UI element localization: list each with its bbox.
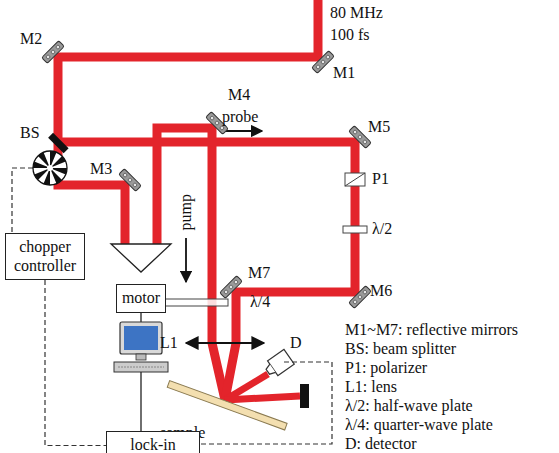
box-label: motor xyxy=(119,287,163,309)
mirror-label: M1 xyxy=(333,64,355,82)
mirror xyxy=(119,169,142,192)
component-label: λ/4 xyxy=(250,293,270,311)
mirror xyxy=(349,286,372,309)
detector xyxy=(263,349,295,379)
mirror xyxy=(42,41,65,64)
direction-arrow xyxy=(224,130,262,132)
direction-arrow xyxy=(185,238,187,282)
component-label: L1 xyxy=(160,334,178,352)
mirror-label: M6 xyxy=(370,282,392,300)
beam-splitter xyxy=(48,133,69,154)
mirror-label: M3 xyxy=(90,160,112,178)
equipment-box: lock-in xyxy=(106,431,200,453)
box-label: chopper controller xyxy=(6,236,84,277)
key-text: λ/2: half-wave plate xyxy=(345,397,473,415)
beam-spec: 80 MHz xyxy=(330,4,383,22)
equipment-box: chopper controller xyxy=(5,233,85,280)
chopper-wheel xyxy=(33,151,67,185)
beam-dump xyxy=(300,384,309,408)
cable xyxy=(140,372,141,431)
component-label: D xyxy=(290,334,302,352)
polarizer xyxy=(345,173,365,186)
beam-label: pump xyxy=(177,194,195,230)
laser-beam xyxy=(58,0,355,400)
mirror-label: M7 xyxy=(248,264,270,282)
mirror-label: M5 xyxy=(368,118,390,136)
mirror-label: M2 xyxy=(20,30,42,48)
component-label: P1 xyxy=(372,170,389,188)
mirror xyxy=(312,51,335,74)
key-text: L1: lens xyxy=(345,378,397,396)
mirror-group xyxy=(42,41,372,309)
probe-beam xyxy=(58,142,355,400)
beam-spec: 100 fs xyxy=(330,26,370,44)
computer-icon xyxy=(114,322,168,372)
beam-label: probe xyxy=(222,108,258,126)
mirror-label: M4 xyxy=(228,86,250,104)
key-text: P1: polarizer xyxy=(345,359,427,377)
key-text: BS: beam splitter xyxy=(345,340,456,358)
retroreflector xyxy=(111,244,171,272)
mirror xyxy=(349,126,372,149)
mirror xyxy=(220,276,243,299)
reflected-beam xyxy=(225,374,300,400)
key-text: λ/4: quarter-wave plate xyxy=(345,416,493,434)
component-label: BS xyxy=(20,124,40,142)
sample-plate xyxy=(167,381,287,430)
lens xyxy=(186,342,264,344)
key-text: M1~M7: reflective mirrors xyxy=(345,321,518,339)
half-wave-plate xyxy=(343,226,367,233)
quarter-wave-plate xyxy=(158,299,228,306)
signal-wire xyxy=(12,168,332,444)
input-beam xyxy=(58,0,318,142)
component-label: λ/2 xyxy=(372,220,392,238)
signal-wire xyxy=(45,280,106,446)
pump-beam xyxy=(157,128,225,400)
equipment-box: motor xyxy=(116,284,166,313)
key-text: D: detector xyxy=(345,435,417,453)
box-label: lock-in xyxy=(127,434,178,453)
